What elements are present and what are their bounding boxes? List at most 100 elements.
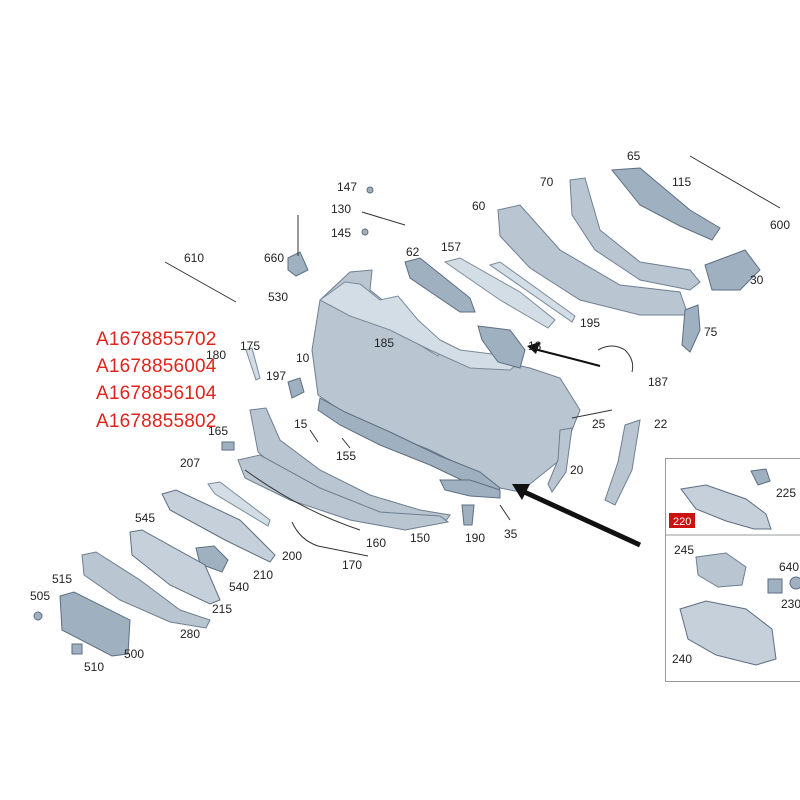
part-22-trim [604,419,641,506]
label-545: 545 [135,511,155,525]
badge-220-bg [669,513,695,528]
part-195-strip [488,261,576,323]
part-165-clip [221,441,235,451]
label-30: 30 [750,273,764,287]
label-147: 147 [337,180,357,194]
label-600: 600 [770,218,790,232]
label-505: 505 [30,589,50,603]
part-65-bracket [611,167,721,241]
label-210: 210 [253,568,273,582]
label-165: 165 [208,424,228,438]
part-25-rod [571,409,613,419]
label-15: 15 [294,417,308,431]
part-190-bracket [461,504,475,526]
label-20: 20 [570,463,584,477]
part-75-bracket [681,304,701,353]
rail-610 [164,261,237,303]
label-157: 157 [441,240,461,254]
part-147-clip [366,186,374,194]
label-240: 240 [672,652,692,666]
label-640: 640 [779,560,799,574]
label-145: 145 [331,226,351,240]
part-bumper-opening [319,281,522,371]
label-660: 660 [264,251,284,265]
label-215: 215 [212,602,232,616]
part-225-clip [750,468,771,486]
rail-600 [689,155,781,209]
label-160: 160 [366,536,386,550]
part-240-mesh [679,600,777,666]
label-130: 130 [331,202,351,216]
part-20-trim [547,427,573,493]
part-220-grille [680,484,772,530]
part-62-grille [404,257,476,313]
label-185: 185 [374,336,394,350]
part-130-strip [361,211,406,226]
part-640-ring [789,576,800,590]
part-30-bracket [704,249,761,291]
arrow-upper-head [527,342,540,354]
part-157-strip [443,257,556,329]
part-150-spoiler [237,454,450,531]
part-215-mesh [129,529,221,605]
part-155-stud [341,437,351,449]
detail-inset: 220 225 245 640 230 240 [665,458,800,682]
part-245-bezel [695,552,747,588]
label-540: 540 [229,580,249,594]
part-207-strip [207,481,271,527]
part-160-wire [244,469,361,531]
label-35: 35 [504,527,518,541]
arrow-lower-head [512,484,530,500]
label-515: 515 [52,572,72,586]
part-number-1: A1678855702 [96,329,217,350]
label-207: 207 [180,456,200,470]
label-245: 245 [674,543,694,557]
label-200: 200 [282,549,302,563]
label-195: 195 [580,316,600,330]
label-75: 75 [704,325,718,339]
detail-inset-drawing: 220 225 245 640 230 240 [666,468,800,666]
part-500-plate [59,591,131,657]
label-22: 22 [654,417,668,431]
label-170: 170 [342,558,362,572]
label-190: 190 [465,531,485,545]
label-220: 220 [673,516,691,528]
part-35-screw [499,504,511,521]
label-610: 610 [184,251,204,265]
label-530: 530 [268,290,288,304]
part-number-2: A1678856004 [96,356,217,377]
label-65: 65 [627,149,641,163]
label-230: 230 [781,597,800,611]
label-225: 225 [776,486,796,500]
label-70: 70 [540,175,554,189]
label-510: 510 [84,660,104,674]
label-197: 197 [266,369,286,383]
part-505-screw [33,611,43,621]
part-197-flap [287,377,305,399]
label-18: 18 [528,339,542,353]
label-115: 115 [672,175,691,189]
part-145-clip [361,228,369,236]
part-230-block [767,578,783,594]
label-25: 25 [592,417,606,431]
label-500: 500 [124,647,144,661]
part-545-grid [161,489,276,563]
label-10: 10 [296,351,310,365]
part-280-lower [81,551,211,629]
part-187-wire [597,345,634,373]
part-15-stud [309,429,319,443]
label-62: 62 [406,245,420,259]
label-280: 280 [180,627,200,641]
part-number-3: A1678856104 [96,383,217,404]
part-170-wire [291,521,369,557]
label-187: 187 [648,375,668,389]
part-175-strip [245,347,261,381]
label-180: 180 [206,348,226,362]
label-60: 60 [472,199,486,213]
part-bumper-vent [439,479,501,499]
label-150: 150 [410,531,430,545]
part-number-4: A1678855802 [96,411,217,432]
part-18-insert [477,325,526,369]
part-510-clip [71,643,83,655]
